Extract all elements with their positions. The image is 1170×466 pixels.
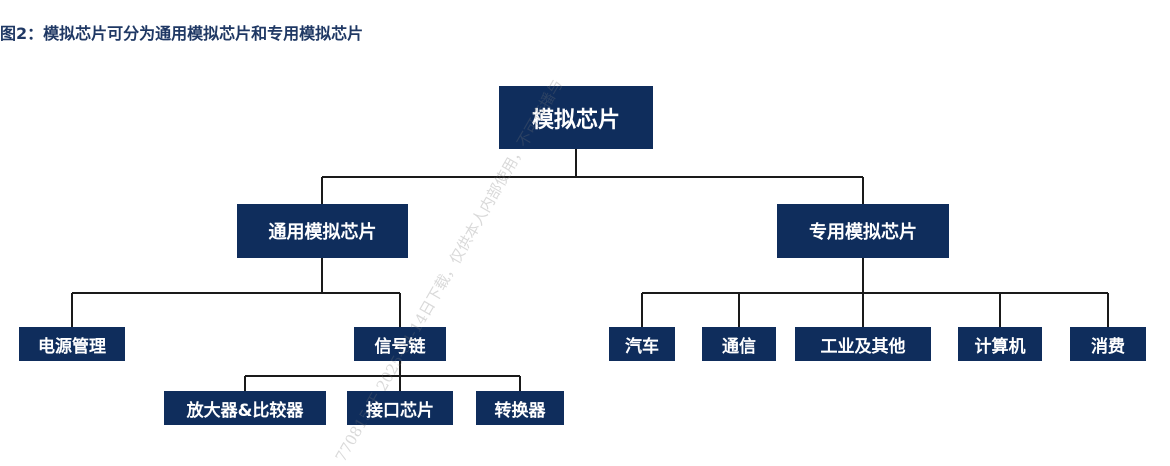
node-automotive: 汽车 <box>609 327 675 361</box>
node-communication: 通信 <box>702 327 776 361</box>
node-general-analog-chip: 通用模拟芯片 <box>237 204 408 258</box>
node-special-analog-chip: 专用模拟芯片 <box>777 204 949 258</box>
node-power-management: 电源管理 <box>19 327 125 361</box>
figure-title: 图2：模拟芯片可分为通用模拟芯片和专用模拟芯片 <box>0 24 364 43</box>
node-interface-chip: 接口芯片 <box>347 391 453 425</box>
node-consumer: 消费 <box>1070 327 1146 361</box>
node-amplifier-comparator: 放大器&比较器 <box>164 391 326 425</box>
node-converter: 转换器 <box>476 391 564 425</box>
node-computer: 计算机 <box>958 327 1042 361</box>
node-signal-chain: 信号链 <box>354 327 446 361</box>
node-analog-chip: 模拟芯片 <box>499 86 653 149</box>
node-industrial-other: 工业及其他 <box>795 327 931 361</box>
